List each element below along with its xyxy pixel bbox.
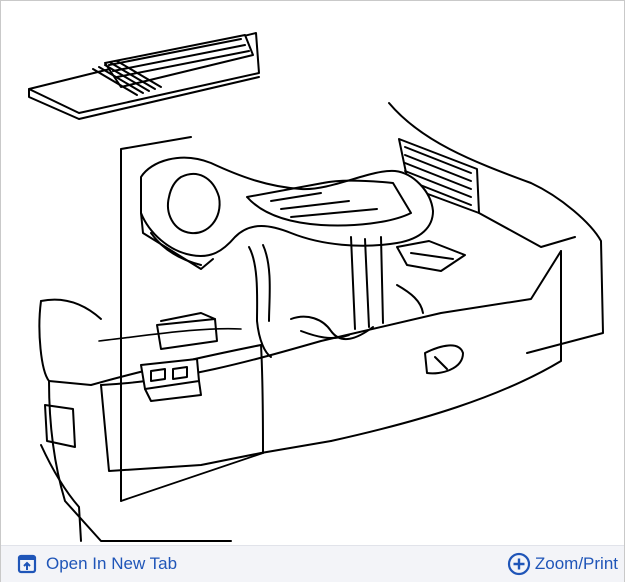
zoom-plus-icon — [507, 552, 531, 576]
zoom-print-label: Zoom/Print — [534, 554, 618, 573]
console-body — [38, 250, 562, 542]
right-trim-panel — [388, 102, 604, 354]
open-in-new-tab-label: Open In New Tab — [46, 554, 178, 573]
open-in-new-tab-button[interactable]: Open In New Tab — [17, 546, 177, 582]
console-diagram — [28, 32, 604, 542]
console-internals — [248, 236, 466, 358]
console-top-frame — [140, 156, 434, 270]
open-in-new-tab-icon — [17, 554, 37, 574]
image-toolbar: Open In New Tab Zoom/Print — [1, 545, 624, 582]
zoom-print-button[interactable]: Zoom/Print — [507, 546, 618, 582]
switch-module — [140, 312, 218, 402]
detached-panel-part — [28, 32, 260, 120]
bracket-line — [120, 136, 192, 502]
